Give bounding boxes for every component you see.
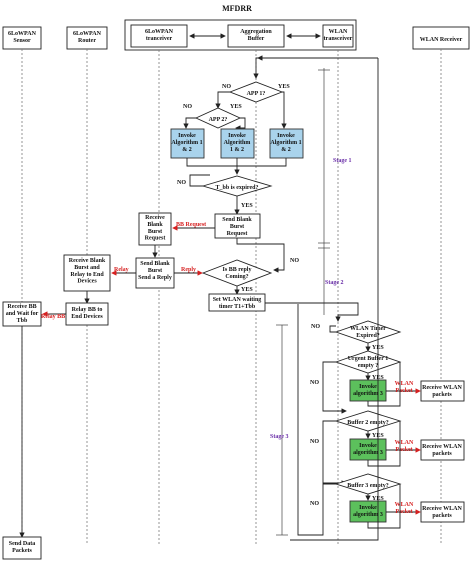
- bb-coming-no: NO: [290, 258, 299, 264]
- relay-bb-label: Relay BB: [41, 314, 65, 320]
- decision-app2: APP 2?: [194, 107, 242, 129]
- app1-no: NO: [222, 84, 231, 90]
- stage1-label: Stage 1: [333, 158, 352, 164]
- svg-text:Buffer 3 empty?: Buffer 3 empty?: [347, 483, 389, 489]
- buf2-no: NO: [310, 439, 319, 445]
- decision-tbb-expired: T_bb is expired?: [201, 175, 273, 197]
- decision-app2-label: APP 2?: [209, 117, 228, 123]
- svg-text:Buffer 2 empty?: Buffer 2 empty?: [347, 420, 389, 426]
- decision-buffer3: Buffer 3 empty?: [334, 473, 402, 495]
- app2-yes: YES: [230, 104, 242, 110]
- reply-label: Reply: [181, 267, 196, 273]
- decision-app1: APP 1?: [228, 81, 284, 103]
- wlan-timer-no: NO: [311, 324, 320, 330]
- decision-buffer2: Buffer 2 empty?: [334, 410, 402, 432]
- relay-label: Relay: [114, 267, 129, 273]
- tbb-no: NO: [177, 180, 186, 186]
- app2-no: NO: [183, 104, 192, 110]
- app1-yes: YES: [278, 84, 290, 90]
- decision-app1-label: APP 1?: [247, 91, 266, 97]
- bb-request-label: BB Request: [176, 222, 206, 228]
- tbb-yes: YES: [241, 203, 253, 209]
- lane-header-receiver: WLAN Receiver: [412, 26, 470, 50]
- urgent-no: NO: [310, 380, 319, 386]
- lane-label-wlan-receiver: WLAN Receiver: [420, 37, 463, 43]
- stage2-label: Stage 2: [325, 280, 344, 286]
- stage3-label: Stage 3: [270, 434, 289, 440]
- bb-coming-yes: YES: [241, 287, 253, 293]
- diagram-title: MFDRR: [222, 4, 252, 13]
- buf3-no: NO: [310, 501, 319, 507]
- svg-text:T_bb is expired?: T_bb is expired?: [216, 185, 259, 191]
